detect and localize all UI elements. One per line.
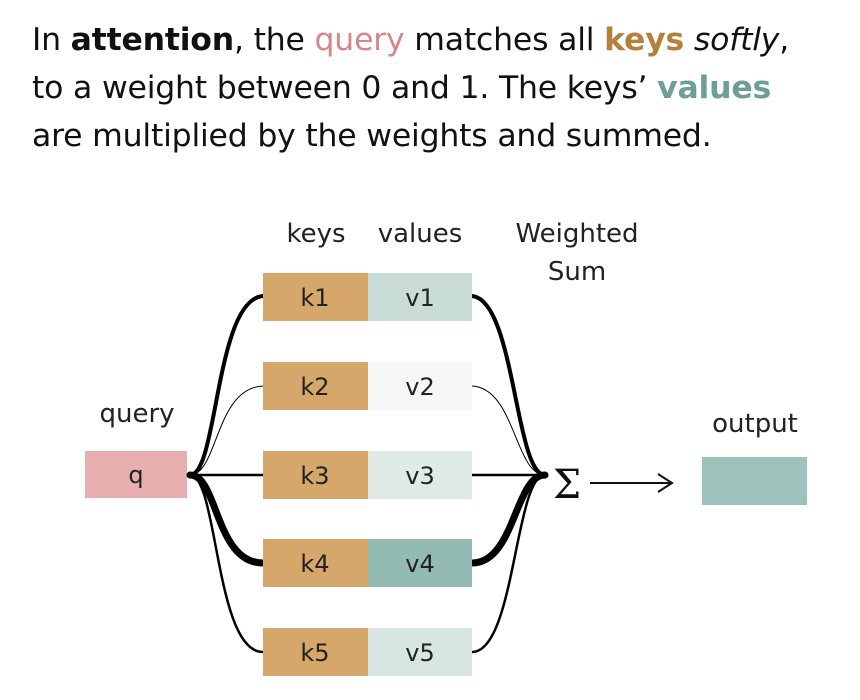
caption-attention: attention [70,22,234,58]
key-box [263,539,368,587]
caption-query: query [314,22,405,58]
row-1: k1 v1 [263,273,472,321]
value-to-sum-connectors [468,294,549,654]
keys-header: keys [286,219,345,249]
key-box [263,451,368,499]
caption-text: matches all [404,22,605,58]
row-3: k3 v3 [263,451,472,499]
connector-k1 [188,294,265,477]
row-2: k2 v2 [263,362,472,410]
output-label: output [712,409,798,439]
caption-text: are multiplied by the weights and summed… [32,118,712,154]
value-label: v1 [405,284,434,312]
row-4: k4 v4 [263,539,472,587]
value-box [368,628,472,676]
connector-k4 [186,471,267,567]
connector-v1 [470,294,547,477]
sigma-icon: Σ [553,462,581,508]
caption-softly: softly [693,22,780,58]
caption-text: In [32,22,71,58]
key-box [263,628,368,676]
value-label: v5 [405,639,434,667]
values-header: values [378,219,463,249]
value-label: v2 [405,373,434,401]
connector-k5 [188,473,265,654]
key-box [263,362,368,410]
query-box-text: q [128,461,143,489]
connector-k2 [189,385,264,476]
value-label: v4 [405,550,434,578]
row-5: k5 v5 [263,628,472,676]
caption-text: , [779,22,790,58]
value-box [368,273,472,321]
query-box [85,451,187,498]
value-box [368,539,472,587]
key-label: k4 [300,550,329,578]
key-label: k1 [300,284,329,312]
caption-text: to a weight between 0 and 1. The keys’ [32,70,658,106]
connector-v4 [468,471,549,567]
output-box [702,457,807,505]
value-box [368,362,472,410]
caption-text: , the [233,22,315,58]
caption: In attention, the query matches all keys… [32,16,842,160]
connector-v5 [470,473,547,654]
key-label: k5 [300,639,329,667]
connector-v2 [471,385,546,476]
query-label: query [99,399,174,429]
value-box [368,451,472,499]
sum-header: Sum [548,257,606,287]
key-label: k3 [300,462,329,490]
key-label: k2 [300,373,329,401]
caption-keys: keys [604,22,685,58]
weighted-header: Weighted [515,219,638,249]
caption-values: values [657,70,772,106]
value-label: v3 [405,462,434,490]
arrow-right-icon [590,473,674,493]
key-box [263,273,368,321]
query-to-key-connectors [186,294,267,654]
